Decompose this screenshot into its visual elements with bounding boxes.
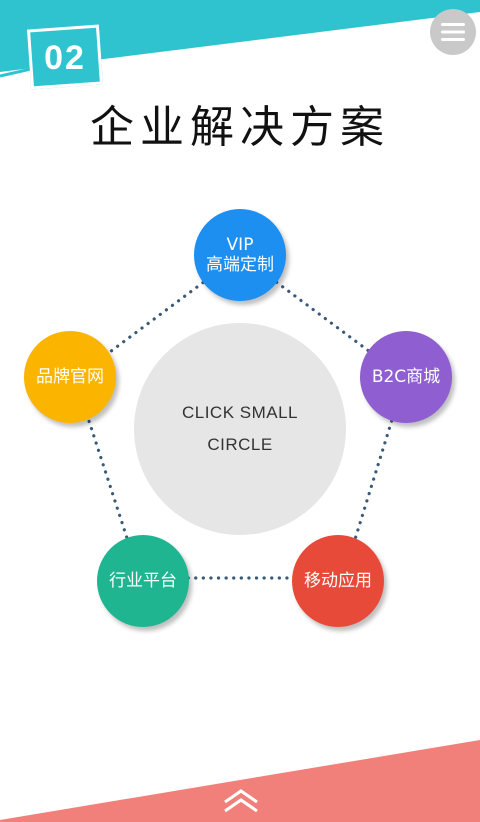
hamburger-menu-icon — [441, 23, 465, 41]
menu-button[interactable] — [430, 9, 476, 55]
center-label-line2: CIRCLE — [207, 435, 273, 454]
node-mobile-app[interactable]: 移动应用 — [292, 535, 384, 627]
node-vip-sublabel: 高端定制 — [206, 255, 274, 275]
node-vip-custom[interactable]: VIP 高端定制 — [194, 209, 286, 301]
node-brand-label: 品牌官网 — [36, 367, 104, 387]
node-industry-label: 行业平台 — [109, 571, 177, 591]
center-circle[interactable]: CLICK SMALL CIRCLE — [134, 323, 346, 535]
center-label-line1: CLICK SMALL — [181, 403, 299, 422]
chevron-up-icon[interactable] — [222, 788, 260, 814]
bottom-band — [0, 740, 480, 822]
node-brand-website[interactable]: 品牌官网 — [24, 331, 116, 423]
section-number: 02 — [44, 39, 86, 77]
node-b2c-mall[interactable]: B2C商城 — [360, 331, 452, 423]
solutions-diagram: CLICK SMALL CIRCLE VIP 高端定制 B2C商城 移动应用 行… — [0, 195, 480, 655]
dotted-ring — [73, 253, 407, 580]
page-title: 企业解决方案 — [90, 102, 390, 153]
center-label: CLICK SMALL CIRCLE — [182, 397, 298, 461]
node-mobile-label: 移动应用 — [304, 571, 372, 591]
node-vip-label: VIP — [226, 235, 254, 255]
node-industry-platform[interactable]: 行业平台 — [97, 535, 189, 627]
node-b2c-label: B2C商城 — [371, 367, 441, 387]
